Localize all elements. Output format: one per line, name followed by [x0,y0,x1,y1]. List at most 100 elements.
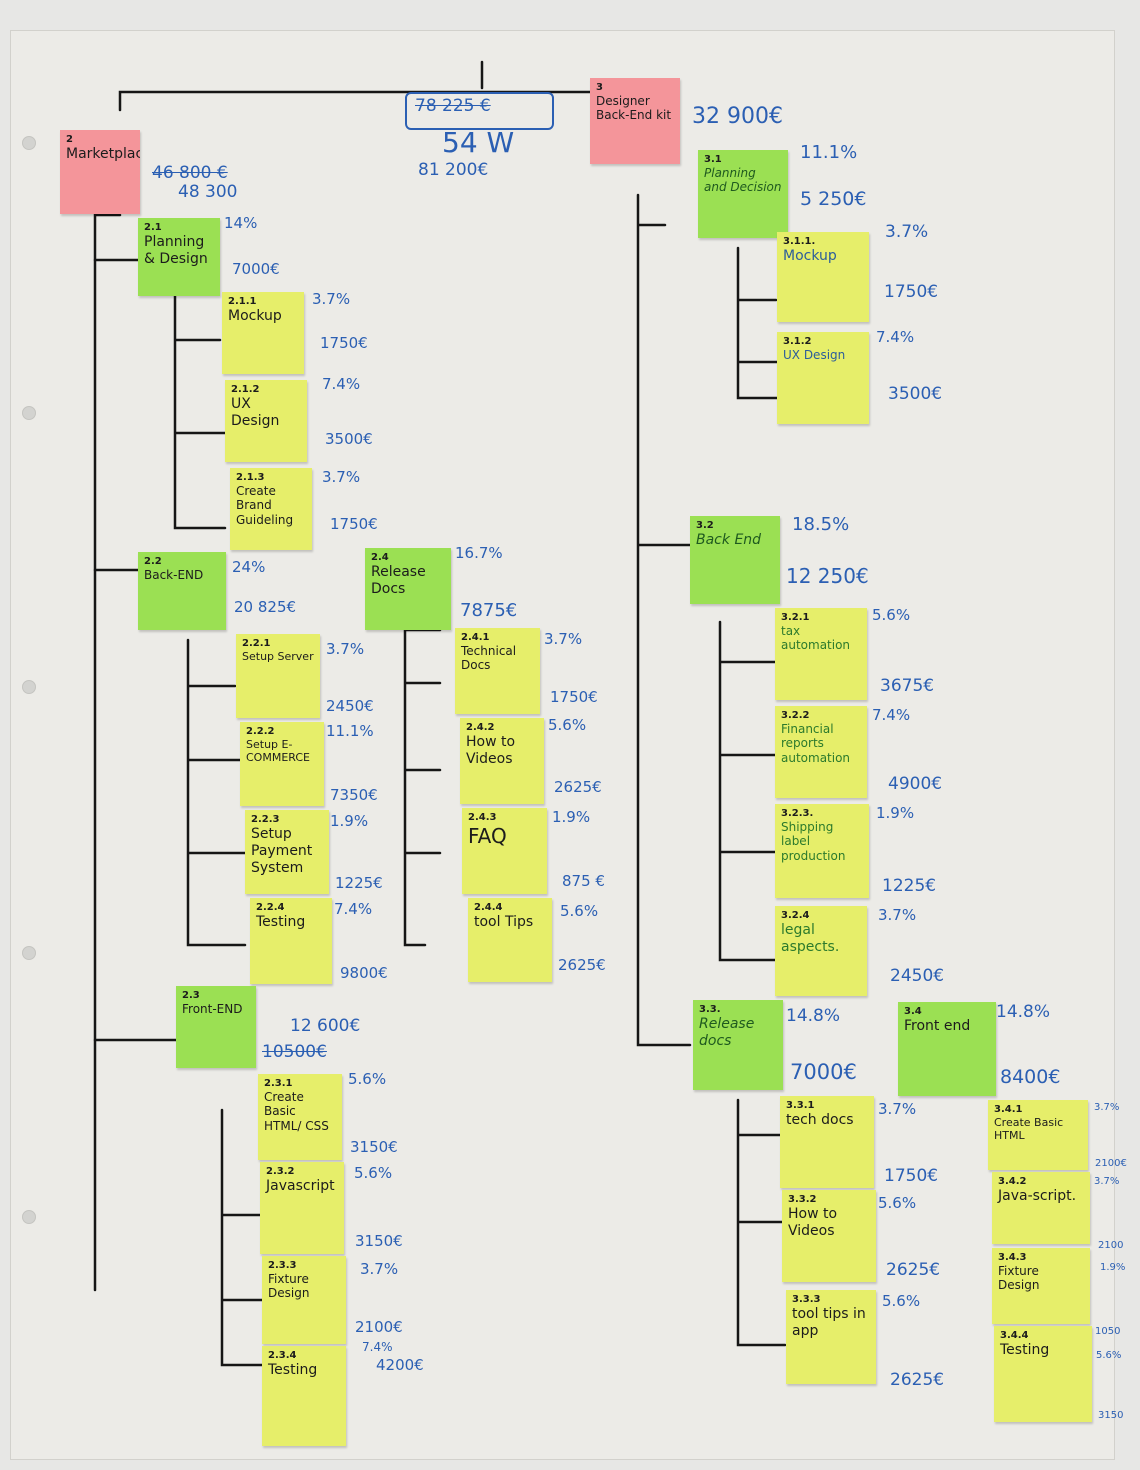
cost: 3500€ [325,430,373,448]
note-label: Fixture Design [998,1264,1040,1293]
note-marketplace[interactable]: 2 Marketplace [60,130,140,214]
pct: 3.7% [1094,1102,1120,1113]
note-3-4-4[interactable]: 3.4.4 Testing [994,1326,1092,1422]
pct: 7.4% [334,900,373,918]
note-2-4-4[interactable]: 2.4.4 tool Tips [468,898,552,982]
cost: 1050 [1095,1326,1121,1337]
note-2-4[interactable]: 2.4 Release Docs [365,548,451,630]
note-id: 3.2 [696,520,714,531]
note-label: Front-END [182,1002,243,1016]
struck-total: 78 225 € [415,96,491,116]
note-2-2-1[interactable]: 2.2.1 Setup Server [236,634,320,718]
note-id: 2.1.2 [231,384,260,395]
note-3-2[interactable]: 3.2 Back End [690,516,780,604]
note-label: How to Videos [466,734,516,767]
note-id: 2.2.2 [246,726,275,737]
cost: 12 250€ [786,564,869,588]
note-label: Shipping label production [781,820,846,863]
note-label: UX Design [783,348,846,362]
note-id: 2.3.3 [268,1260,297,1271]
note-3-3-1[interactable]: 3.3.1 tech docs [780,1096,874,1188]
note-2-2-2[interactable]: 2.2.2 Setup E-COMMERCE [240,722,324,806]
note-id: 2.1.1 [228,296,257,307]
designer-kit-value: 32 900€ [692,104,783,129]
note-label: Mockup [783,248,837,264]
note-label: How to Videos [788,1206,838,1239]
note-3-2-3[interactable]: 3.2.3. Shipping label production [775,804,869,898]
note-3-4-1[interactable]: 3.4.1 Create Basic HTML [988,1100,1088,1170]
note-label: Setup E-COMMERCE [246,738,310,765]
note-2-1[interactable]: 2.1 Planning & Design [138,218,220,296]
cost: 7000€ [790,1060,857,1084]
note-id: 3.2.3. [781,808,814,819]
weeks-label: 54 W [442,126,515,159]
note-label: tool tips in app [792,1306,866,1339]
pct: 1.9% [876,804,915,822]
note-3-2-1[interactable]: 3.2.1 tax automation [775,608,867,700]
pct: 3.7% [322,468,361,486]
note-2-1-3[interactable]: 2.1.3 Create Brand Guideling [230,468,312,550]
cost: 2450€ [890,966,945,986]
note-2-3[interactable]: 2.3 Front-END [176,986,256,1068]
note-id: 3.3. [699,1004,721,1015]
note-3-2-4[interactable]: 3.2.4 legal aspects. [775,906,867,996]
cost: 875 € [562,872,605,890]
pct: 3.7% [326,640,365,658]
note-2-4-3[interactable]: 2.4.3 FAQ [462,808,547,894]
note-2-2[interactable]: 2.2 Back-END [138,552,226,630]
note-label: Marketplace [66,146,140,162]
note-label: Create Brand Guideling [236,484,294,527]
note-label: Release docs [699,1016,755,1049]
note-id: 3.4.3 [998,1252,1027,1263]
note-id: 2.4.3 [468,812,497,823]
note-label: UX Design [231,396,280,429]
note-id: 2.2.4 [256,902,285,913]
cost: 3500€ [888,384,943,404]
note-id: 2.3.4 [268,1350,297,1361]
note-designer-kit[interactable]: 3 Designer Back-End kit [590,78,680,164]
cost: 3675€ [880,676,935,696]
note-3-4-2[interactable]: 3.4.2 Java-script. [992,1172,1090,1244]
pct: 5.6% [878,1194,917,1212]
note-3-2-2[interactable]: 3.2.2 Financial reports automation [775,706,867,798]
note-id: 2.3.2 [266,1166,295,1177]
note-2-1-1[interactable]: 2.1.1 Mockup [222,292,304,374]
cost: 7875€ [460,600,518,621]
note-3-3[interactable]: 3.3. Release docs [693,1000,783,1090]
note-3-3-2[interactable]: 3.3.2 How to Videos [782,1190,876,1282]
note-2-3-2[interactable]: 2.3.2 Javascript [260,1162,344,1254]
note-3-4[interactable]: 3.4 Front end [898,1002,996,1096]
note-id: 3.3.3 [792,1294,821,1305]
note-2-2-3[interactable]: 2.2.3 Setup Payment System [245,810,329,894]
punch-hole [22,946,36,960]
note-id: 2.4 [371,552,389,563]
pct: 18.5% [792,514,850,535]
cost: 2100€ [1095,1158,1127,1169]
cost: 1750€ [330,515,378,533]
note-2-3-4[interactable]: 2.3.4 Testing [262,1346,346,1446]
punch-hole [22,680,36,694]
pct: 5.6% [872,606,911,624]
note-2-4-2[interactable]: 2.4.2 How to Videos [460,718,544,804]
note-3-1-2[interactable]: 3.1.2 UX Design [777,332,869,424]
cost: 1750€ [884,1166,939,1186]
note-3-4-3[interactable]: 3.4.3 Fixture Design [992,1248,1090,1324]
note-3-1[interactable]: 3.1 Planning and Decision [698,150,788,238]
note-2-3-3[interactable]: 2.3.3 Fixture Design [262,1256,346,1344]
cost: 20 825€ [234,598,297,616]
cost: 4900€ [888,774,943,794]
note-label: Planning and Decision [704,166,782,195]
note-2-2-4[interactable]: 2.2.4 Testing [250,898,332,984]
grand-total: 81 200€ [418,160,489,180]
pct: 3.7% [885,222,929,242]
note-2-4-1[interactable]: 2.4.1 Technical Docs [455,628,540,714]
note-id: 2.3 [182,990,200,1001]
cost: 12 600€ [290,1016,361,1036]
pct: 16.7% [455,544,503,562]
note-3-3-3[interactable]: 3.3.3 tool tips in app [786,1290,876,1384]
note-3-1-1[interactable]: 3.1.1. Mockup [777,232,869,322]
note-2-3-1[interactable]: 2.3.1 Create Basic HTML/ CSS [258,1074,342,1160]
note-2-1-2[interactable]: 2.1.2 UX Design [225,380,307,462]
note-label: Planning & Design [144,234,208,267]
cost: 8400€ [1000,1066,1061,1088]
